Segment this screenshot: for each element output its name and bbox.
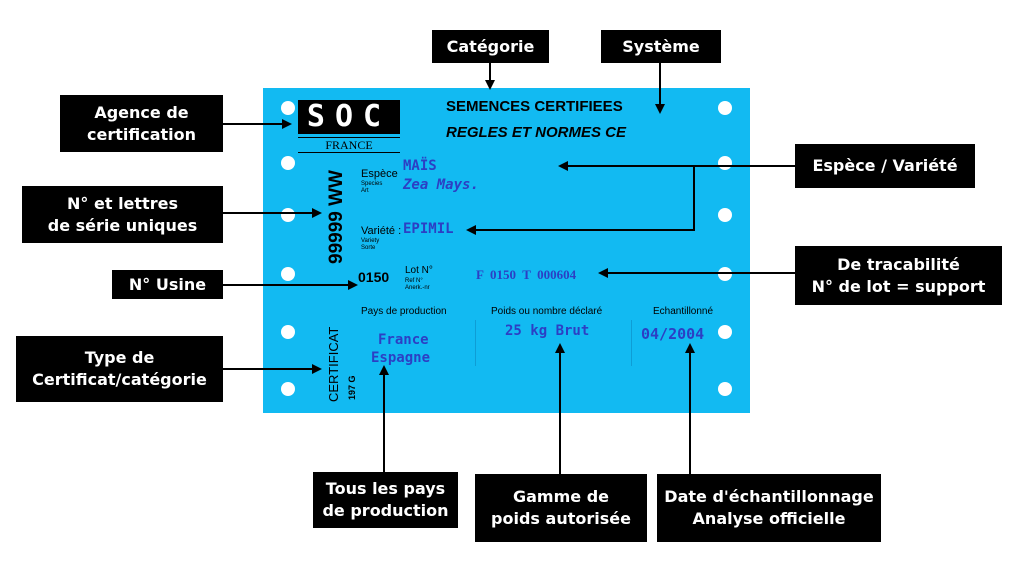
punch-hole — [281, 267, 295, 281]
callout-categorie: Catégorie — [432, 30, 549, 63]
declared-weight-value: 25 kg Brut — [505, 323, 590, 339]
lot-sub: Anerk.-nr — [405, 285, 430, 291]
column-divider — [631, 320, 632, 366]
factory-number: 0150 — [358, 269, 390, 285]
variety-sub: Variety — [361, 238, 380, 244]
production-country-1: France — [378, 332, 429, 348]
punch-hole — [718, 208, 732, 222]
callout-usine: N° Usine — [112, 270, 223, 299]
lot-value: F 0150 T 000604 — [476, 267, 577, 282]
seed-certification-label: SOC FRANCE SEMENCES CERTIFIEES REGLES ET… — [263, 88, 750, 413]
species-latin: Zea Mays. — [403, 177, 479, 193]
species-value: MAÏS — [403, 158, 437, 174]
label-system: REGLES ET NORMES CE — [446, 124, 627, 141]
variety-sub: Sorte — [361, 245, 376, 251]
production-country-2: Espagne — [371, 350, 431, 366]
variety-label: Variété : — [361, 225, 402, 237]
punch-hole — [281, 101, 295, 115]
punch-hole — [281, 156, 295, 170]
species-sub: Art — [361, 188, 369, 194]
soc-logo: SOC — [298, 100, 400, 134]
punch-hole — [281, 325, 295, 339]
species-label: Espèce — [361, 168, 398, 180]
lot-sub: Ref N° — [405, 278, 423, 284]
label-title: SEMENCES CERTIFIEES — [446, 98, 623, 115]
punch-hole — [718, 382, 732, 396]
logo-subtitle: FRANCE — [298, 137, 400, 153]
punch-hole — [718, 325, 732, 339]
sampled-date-value: 04/2004 — [641, 325, 705, 343]
sampled-header: Echantillonné — [653, 306, 714, 317]
lot-label: Lot N° — [405, 265, 433, 276]
variety-value: EPIMIL — [403, 221, 454, 237]
arrow-variete — [466, 166, 695, 235]
callout-espece: Espèce / Variété — [795, 144, 975, 188]
production-country-header: Pays de production — [361, 306, 447, 317]
callout-systeme: Système — [601, 30, 721, 63]
declared-weight-header: Poids ou nombre déclaré — [491, 306, 603, 317]
punch-hole — [281, 208, 295, 222]
species-sub: Species — [361, 181, 383, 187]
punch-hole — [718, 101, 732, 115]
punch-hole — [281, 382, 295, 396]
column-divider — [475, 320, 476, 366]
